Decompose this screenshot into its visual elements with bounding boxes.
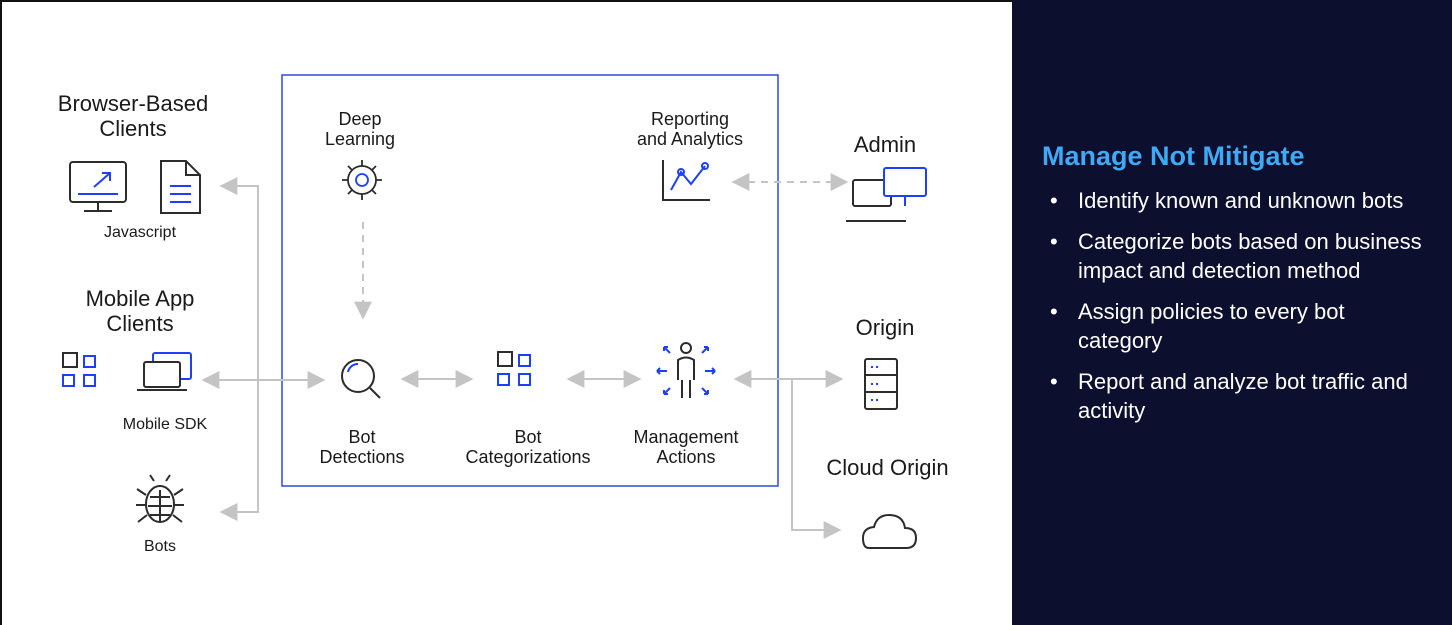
bug-icon: [136, 474, 184, 523]
connector-bots: [219, 380, 259, 521]
javascript-label: Javascript: [103, 224, 177, 241]
admin-workstation-icon: [846, 167, 927, 222]
diagram-graphics: [62, 74, 927, 549]
connectors: [201, 173, 849, 539]
reporting-label: Reporting and Analytics: [636, 109, 744, 150]
bullet-dot: •: [1050, 229, 1058, 254]
management-actions-label: Management Actions: [633, 427, 739, 468]
summary-panel: Manage Not Mitigate • Identify known and …: [1012, 0, 1452, 625]
cloud-icon: [861, 513, 918, 549]
line-chart-icon: [662, 160, 710, 201]
core-engine-box: [281, 74, 779, 487]
connector-browser: [219, 177, 259, 380]
gear-icon: [342, 160, 382, 200]
bot-categorizations-label: Bot Categorizations: [465, 427, 591, 468]
list-item-text: Assign policies to every bot category: [1078, 299, 1345, 353]
cloud-origin-label: Cloud Origin: [826, 455, 949, 480]
admin-label: Admin: [853, 132, 917, 157]
magnifier-icon: [341, 359, 381, 399]
list-item: • Identify known and unknown bots: [1050, 186, 1430, 215]
bots-label: Bots: [143, 538, 176, 555]
browser-clients-label: Browser-Based Clients: [57, 91, 209, 141]
mobile-sdk-label: Mobile SDK: [122, 416, 208, 433]
deep-learning-label: Deep Learning: [324, 109, 396, 150]
sdk-windows-icon: [137, 352, 192, 391]
bullet-dot: •: [1050, 369, 1058, 394]
list-item-text: Categorize bots based on business impact…: [1078, 229, 1422, 283]
bullet-dot: •: [1050, 188, 1058, 213]
list-item-text: Identify known and unknown bots: [1078, 188, 1404, 213]
list-item: • Report and analyze bot traffic and acti…: [1050, 367, 1430, 425]
person-actions-icon: [656, 342, 716, 398]
server-icon: [864, 358, 898, 410]
list-item-text: Report and analyze bot traffic and activ…: [1078, 369, 1408, 423]
category-grid-icon: [497, 351, 531, 386]
list-item: • Assign policies to every bot category: [1050, 297, 1430, 355]
mobile-clients-label: Mobile App Clients: [85, 286, 195, 336]
bot-management-diagram: Browser-Based Clients Javascript Mobile …: [57, 74, 949, 555]
bot-detections-label: Bot Detections: [319, 427, 405, 468]
monitor-icon: [69, 161, 127, 212]
connector-cloud-origin: [791, 379, 842, 539]
panel-bullet-list: • Identify known and unknown bots • Catego…: [1050, 186, 1430, 437]
origin-label: Origin: [855, 315, 915, 340]
document-icon: [160, 160, 201, 214]
app-grid-icon: [62, 352, 96, 387]
bullet-dot: •: [1050, 299, 1058, 324]
list-item: • Categorize bots based on business impac…: [1050, 227, 1430, 285]
panel-title: Manage Not Mitigate: [1042, 141, 1305, 171]
